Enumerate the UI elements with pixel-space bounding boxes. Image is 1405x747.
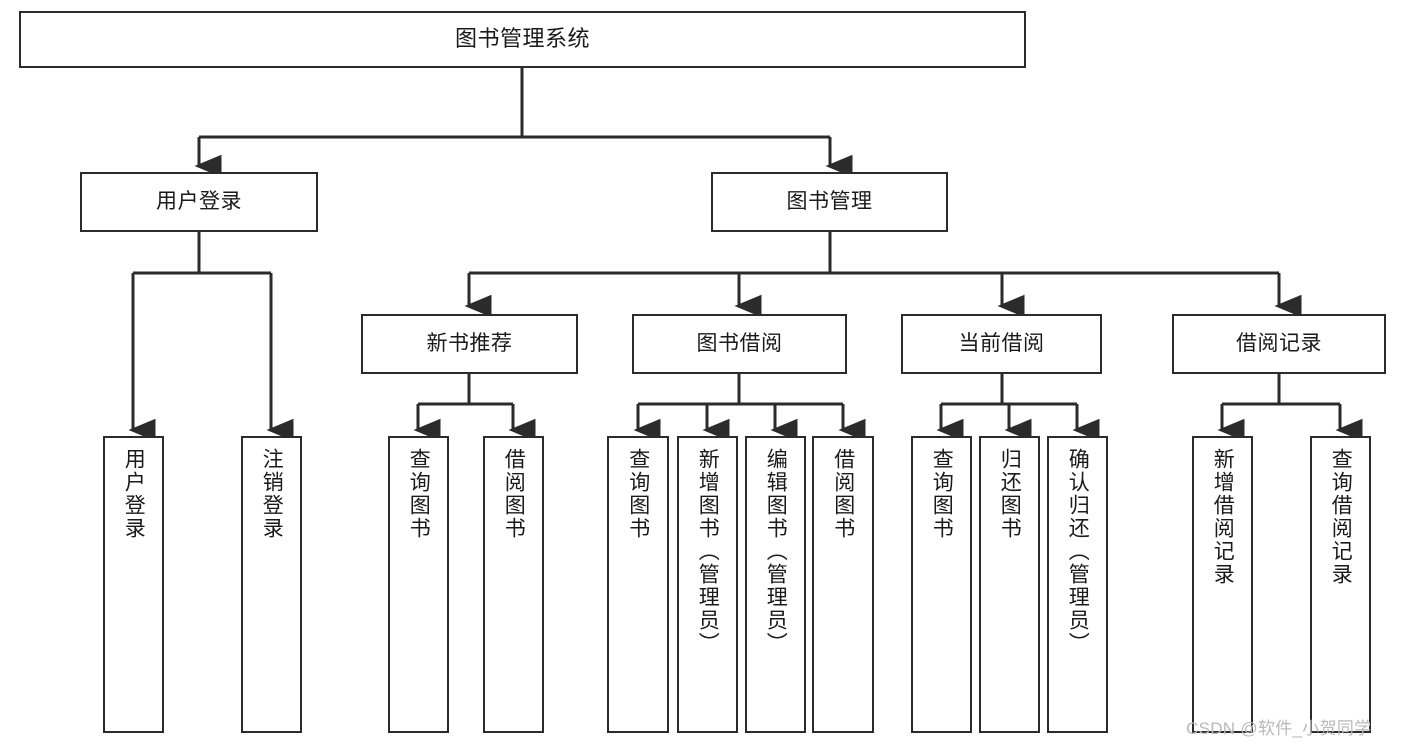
leaf-borrow-query-book[interactable]: 查询图书 xyxy=(607,436,669,733)
node-label: 借阅图书 xyxy=(831,448,855,540)
node-label: 当前借阅 xyxy=(958,332,1045,356)
leaf-borrow-edit-book[interactable]: 编辑图书（管理员） xyxy=(745,436,806,733)
node-label: 新增图书（管理员） xyxy=(696,448,720,655)
node-label: 注销登录 xyxy=(260,448,284,540)
csdn-watermark: CSDN @软件_小贺同学 xyxy=(1186,719,1372,738)
leaf-borrow-borrow-book[interactable]: 借阅图书 xyxy=(812,436,874,733)
node-label: 确认归还（管理员） xyxy=(1066,448,1090,655)
leaf-user-logout[interactable]: 注销登录 xyxy=(241,436,302,733)
node-label: 借阅记录 xyxy=(1236,332,1322,356)
node-label: 借阅图书 xyxy=(502,448,526,540)
leaf-current-query-book[interactable]: 查询图书 xyxy=(911,436,972,733)
node-borrow-record[interactable]: 借阅记录 xyxy=(1172,314,1386,374)
leaf-record-query-record[interactable]: 查询借阅记录 xyxy=(1310,436,1371,733)
node-label: 图书借阅 xyxy=(696,332,783,356)
node-label: 查询借阅记录 xyxy=(1329,448,1353,586)
node-label: 新书推荐 xyxy=(426,332,513,356)
node-book-management[interactable]: 图书管理 xyxy=(711,172,948,232)
leaf-user-login[interactable]: 用户登录 xyxy=(103,436,164,733)
leaf-current-confirm-return[interactable]: 确认归还（管理员） xyxy=(1047,436,1108,733)
node-label: 查询图书 xyxy=(626,448,650,540)
node-user-login[interactable]: 用户登录 xyxy=(80,172,318,232)
node-label: 图书管理系统 xyxy=(454,26,590,52)
leaf-borrow-add-book[interactable]: 新增图书（管理员） xyxy=(677,436,738,733)
node-label: 编辑图书（管理员） xyxy=(764,448,788,655)
node-book-borrow[interactable]: 图书借阅 xyxy=(632,314,847,374)
node-current-borrow[interactable]: 当前借阅 xyxy=(901,314,1102,374)
node-root-system[interactable]: 图书管理系统 xyxy=(19,11,1026,68)
node-label: 查询图书 xyxy=(407,448,431,540)
node-label: 归还图书 xyxy=(998,448,1022,540)
leaf-record-add-record[interactable]: 新增借阅记录 xyxy=(1192,436,1253,733)
node-label: 图书管理 xyxy=(786,190,873,214)
node-label: 用户登录 xyxy=(156,190,242,214)
node-label: 查询图书 xyxy=(930,448,954,540)
node-label: 用户登录 xyxy=(122,448,146,540)
node-new-book-recommend[interactable]: 新书推荐 xyxy=(361,314,578,374)
leaf-recommend-borrow-book[interactable]: 借阅图书 xyxy=(483,436,544,733)
leaf-current-return-book[interactable]: 归还图书 xyxy=(979,436,1040,733)
leaf-recommend-query-book[interactable]: 查询图书 xyxy=(388,436,449,733)
node-label: 新增借阅记录 xyxy=(1211,448,1235,586)
